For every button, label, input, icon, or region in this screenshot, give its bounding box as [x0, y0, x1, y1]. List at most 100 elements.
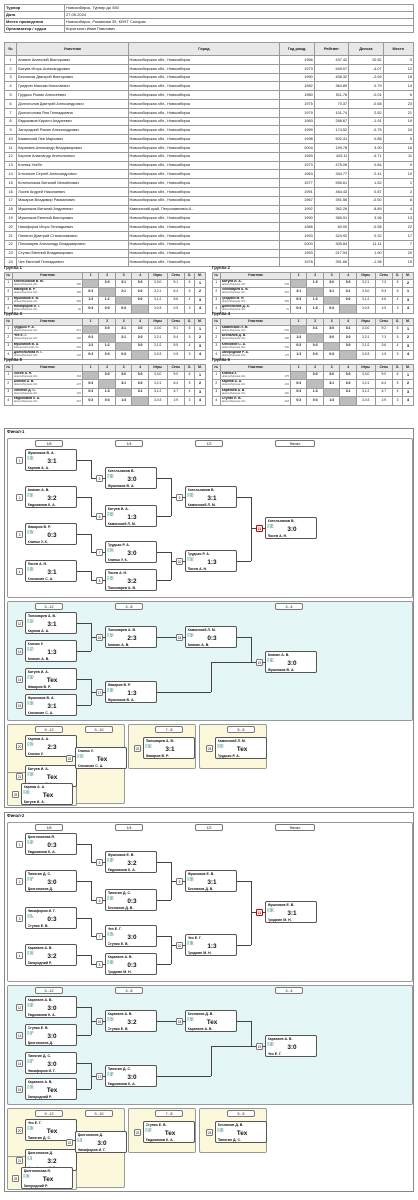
player-name: Батуев И. А.: [221, 279, 242, 283]
group-games: 3,3:0: [147, 324, 168, 334]
standings-cell: -0.50: [348, 195, 384, 206]
match-score: Тех: [42, 791, 54, 799]
group-seed: 3: [4, 295, 13, 305]
group-result-cell: [339, 396, 357, 406]
group-points: 4: [184, 295, 195, 305]
bracket-connector: [77, 844, 91, 845]
match-ratings: Р:392 Р:362: [107, 689, 114, 694]
standings-cell: 1980: [279, 90, 315, 100]
standings-cell: 1.90: [348, 248, 384, 259]
standings-cell: 364.89: [313, 81, 350, 92]
group-player: Каминский Л. М.Новосибирская обл.502: [219, 324, 291, 334]
group-result-cell: [98, 287, 116, 297]
group-points: 6: [392, 324, 403, 334]
standings-cell: 8.89: [348, 204, 384, 215]
bracket-connector: [171, 552, 172, 561]
bracket-connector: [91, 692, 92, 705]
standings-cell: 1998: [279, 134, 315, 144]
standings-cell: 2: [3, 63, 18, 74]
match-player-top: Беспалов Д. В.: [217, 1123, 244, 1127]
info-key: Турнир: [4, 4, 65, 12]
group-result-cell: 3:1: [131, 387, 149, 397]
standings-cell: Новосибирская обл., Новосибирск: [127, 134, 281, 144]
standings-cell: Новосибирская обл., Новосибирск: [127, 178, 281, 188]
standings-cell: -4.71: [348, 151, 384, 162]
group-place: 2: [401, 333, 415, 343]
round-label: Финал: [275, 440, 315, 447]
match-player-bottom: Беспалов Д. В.: [107, 905, 134, 910]
match-player-bottom: Грудько Р. А.: [217, 753, 240, 758]
group-seed: 1: [212, 324, 221, 334]
match-ratings: Р:464 Р:345: [27, 568, 34, 573]
group-seed: 4: [212, 396, 221, 406]
match-player-bottom: Ступко Е. В.: [107, 1026, 129, 1031]
match-ratings: Р:556 Р:502: [187, 494, 194, 499]
group-player: Чех Е. Г.Новосибирская обл.392: [11, 333, 83, 343]
standings-cell: Карпов Александр Анатольевич: [16, 151, 129, 162]
match-player-bottom: Гриднин М. Н.: [107, 969, 132, 974]
standings-cell: 1991: [279, 186, 315, 197]
standings-cell: 70.37: [313, 98, 350, 109]
standings-cell: 217.94: [313, 248, 350, 259]
standings-cell: Клочихин Сергей Александрович: [16, 169, 129, 180]
player-rating: 362: [76, 345, 81, 349]
standings-cell: 1999: [279, 125, 315, 136]
group-result-cell: 3:0: [131, 370, 149, 380]
group-points: 5: [184, 379, 195, 389]
group-result-cell: 3:1: [306, 324, 324, 334]
bracket-connector: [91, 1063, 92, 1076]
player-rating: 175: [284, 354, 289, 358]
standings-cell: -0.75: [348, 125, 384, 136]
bracket-connector: [157, 1076, 211, 1077]
standings-cell: 101.74: [313, 107, 350, 118]
standings-header: Участник: [16, 42, 129, 56]
bracket-connector: [157, 964, 171, 965]
standings-cell: Долгополова Яна Геннадьевна: [16, 107, 129, 118]
group-result-cell: 1:3: [289, 333, 308, 343]
standings-cell: 10: [382, 169, 415, 180]
group-result-cell: [339, 350, 357, 360]
standings-cell: Новосибирская обл., Новосибирск: [127, 160, 281, 171]
match-number: 11: [256, 524, 263, 532]
match-number: 13: [16, 1031, 23, 1039]
bracket-connector: [251, 637, 252, 662]
standings-cell: 14: [382, 81, 415, 92]
bracket-connector: [171, 881, 172, 900]
group-points: 3: [184, 396, 195, 406]
standings-cell: 3.90: [348, 142, 384, 153]
match-score: 3:2: [127, 859, 137, 867]
standings-cell: 18: [382, 72, 415, 83]
standings-cell: 5: [3, 90, 18, 100]
standings-cell: 6: [382, 90, 415, 100]
match-player-top: Макаров В. Р.: [27, 525, 51, 529]
group-result-cell: 0:3: [289, 295, 308, 305]
match-number: 19: [256, 658, 263, 666]
group-player: Лосев А. Н.Новосибирская обл.464: [11, 370, 83, 380]
standings-cell: 18: [3, 204, 18, 215]
match-player-top: Каратаев А. В.: [27, 1080, 53, 1084]
player-rating: 556: [76, 282, 81, 286]
group-games: 3,1:2: [147, 341, 168, 351]
player-region: Новосибирская обл.549: [222, 283, 289, 287]
match-player-bottom: Клочихин С. А.: [27, 576, 54, 581]
match-number: 2: [16, 493, 23, 501]
standings-cell: 1967: [279, 195, 315, 206]
player-city: Новосибирская обл.: [221, 345, 247, 349]
round-label: 1/8: [35, 440, 63, 447]
standings-cell: 2: [382, 186, 415, 197]
match-number: 22: [66, 754, 73, 762]
standings-cell: 4: [382, 204, 415, 215]
match-score: 3:1: [207, 878, 217, 886]
standings-cell: Новосибирская обл., Новосибирск: [127, 248, 281, 259]
